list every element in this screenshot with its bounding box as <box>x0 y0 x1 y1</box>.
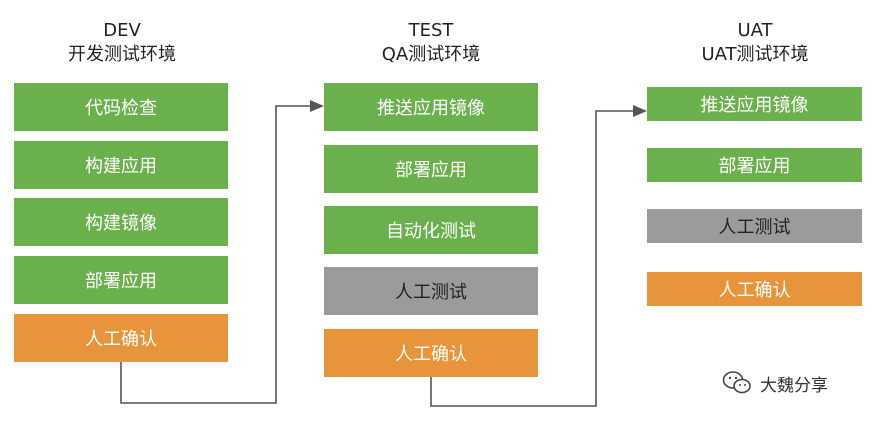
uat-column-title: UAT UAT测试环境 <box>635 19 875 67</box>
test-step-deploy-app: 部署应用 <box>324 145 538 193</box>
dev-step-code-check: 代码检查 <box>14 83 228 131</box>
watermark: 大魏分享 <box>722 368 828 398</box>
dev-title: DEV <box>103 20 141 41</box>
test-to-uat-arrowhead <box>633 105 647 117</box>
test-title: TEST <box>408 20 454 41</box>
uat-step-push-image: 推送应用镜像 <box>647 87 862 121</box>
uat-title: UAT <box>737 20 773 41</box>
test-step-manual-test: 人工测试 <box>324 267 538 315</box>
test-step-auto-test: 自动化测试 <box>324 206 538 254</box>
dev-column-title: DEV 开发测试环境 <box>2 19 242 67</box>
dev-step-build-image: 构建镜像 <box>14 198 228 246</box>
dev-subtitle: 开发测试环境 <box>68 44 176 65</box>
test-subtitle: QA测试环境 <box>381 44 481 65</box>
uat-step-manual-test: 人工测试 <box>647 209 862 243</box>
test-step-push-image: 推送应用镜像 <box>324 83 538 131</box>
uat-step-manual-confirm: 人工确认 <box>647 272 862 306</box>
test-column-title: TEST QA测试环境 <box>311 19 551 67</box>
uat-step-deploy-app: 部署应用 <box>647 148 862 182</box>
test-step-manual-confirm: 人工确认 <box>324 329 538 377</box>
test-to-uat-connector <box>430 110 634 407</box>
dev-to-test-connector <box>120 105 312 404</box>
dev-to-test-arrowhead <box>310 100 324 112</box>
dev-step-manual-confirm: 人工确认 <box>14 314 228 362</box>
dev-step-build-app: 构建应用 <box>14 141 228 189</box>
watermark-text: 大魏分享 <box>760 375 828 396</box>
wechat-icon <box>722 371 751 394</box>
uat-subtitle: UAT测试环境 <box>701 44 809 65</box>
dev-step-deploy-app: 部署应用 <box>14 256 228 304</box>
